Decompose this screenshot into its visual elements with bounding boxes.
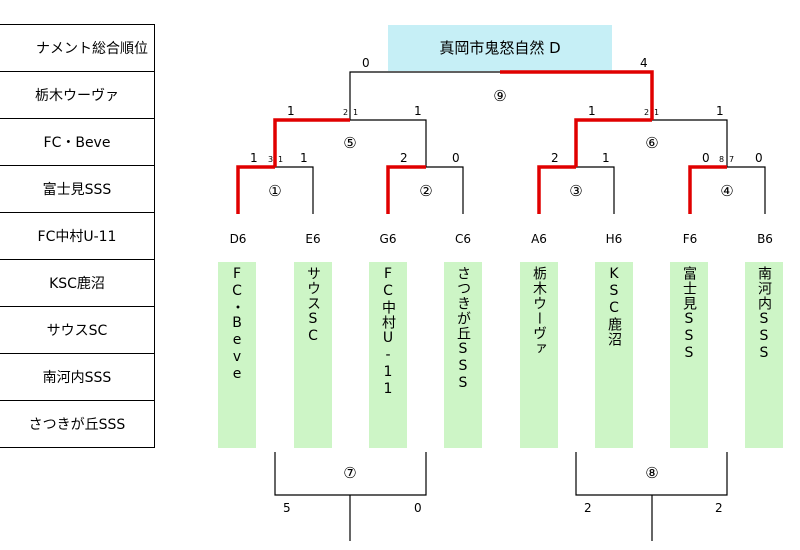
pk-m6-right: 1 <box>654 108 659 117</box>
standings-rank-6: サウスSC <box>0 306 155 354</box>
score-m6-left: 1 <box>588 104 596 118</box>
winner-path-m1 <box>236 165 275 214</box>
team-name-c6: さつきが丘SSS <box>455 266 471 392</box>
standings-rank-3: 富士見SSS <box>0 165 155 213</box>
winner-path-m4 <box>688 165 727 214</box>
seed-label-g6: G6 <box>380 232 397 246</box>
team-box-e6: サウスSC <box>294 262 332 448</box>
winner-path-m6 <box>574 118 652 167</box>
winner-path-m9 <box>500 70 654 120</box>
standings-header: ナメント総合順位 <box>0 24 155 72</box>
seed-label-d6: D6 <box>230 232 247 246</box>
pk-m4-left: 8 <box>719 155 724 164</box>
score-m4-right: 0 <box>755 151 763 165</box>
score-m3-left: 2 <box>551 151 559 165</box>
pk-m5-right: 1 <box>353 108 358 117</box>
pk-m6-left: 2 <box>644 108 649 117</box>
team-box-f6: 富士見SSS <box>670 262 708 448</box>
winner-path-m3 <box>537 165 576 214</box>
score-m2-right: 0 <box>452 151 460 165</box>
team-name-f6: 富士見SSS <box>681 266 697 362</box>
score-m6-right: 1 <box>716 104 724 118</box>
seed-label-h6: H6 <box>606 232 623 246</box>
score-m7-right: 0 <box>414 501 422 515</box>
team-box-a6: 栃木ウーヴァ <box>520 262 558 448</box>
champion-box: 真岡市鬼怒自然 D <box>388 25 612 71</box>
standings-rank-4: FC中村U-11 <box>0 212 155 260</box>
standings-rank-5: KSC鹿沼 <box>0 259 155 307</box>
team-name-h6: KSC鹿沼 <box>606 266 622 347</box>
score-m5-right: 1 <box>414 104 422 118</box>
team-name-g6: FC中村U-11 <box>380 266 396 398</box>
score-m7-left: 5 <box>283 501 291 515</box>
match-label-m5: ⑤ <box>343 134 356 152</box>
score-m8-left: 2 <box>584 501 592 515</box>
score-m8-right: 2 <box>715 501 723 515</box>
pk-m1-right: 1 <box>278 155 283 164</box>
match-label-m3: ③ <box>569 182 582 200</box>
standings-rank-2: FC・Beve <box>0 118 155 166</box>
team-box-b6: 南河内SSS <box>745 262 783 448</box>
match-label-m9: ⑨ <box>493 87 506 105</box>
score-m1-right: 1 <box>300 151 308 165</box>
team-name-d6: FC・Beve <box>229 266 245 383</box>
winner-path-lines <box>236 70 727 214</box>
match-label-m4: ④ <box>720 182 733 200</box>
seed-label-c6: C6 <box>455 232 471 246</box>
match-label-m8: ⑧ <box>645 464 658 482</box>
score-m3-right: 1 <box>602 151 610 165</box>
standings-rank-7: 南河内SSS <box>0 353 155 401</box>
team-name-e6: サウスSC <box>305 266 321 345</box>
pk-m4-right: 7 <box>729 155 734 164</box>
winner-path-m5 <box>273 118 350 167</box>
score-m9-left: 0 <box>362 56 370 70</box>
standings-table: ナメント総合順位 栃木ウーヴァ FC・Beve 富士見SSS FC中村U-11 … <box>0 24 155 448</box>
score-m2-left: 2 <box>400 151 408 165</box>
score-m4-left: 0 <box>702 151 710 165</box>
seed-label-a6: A6 <box>531 232 547 246</box>
seed-label-b6: B6 <box>757 232 773 246</box>
match-label-m2: ② <box>419 182 432 200</box>
pk-m5-left: 2 <box>343 108 348 117</box>
team-box-c6: さつきが丘SSS <box>444 262 482 448</box>
team-box-d6: FC・Beve <box>218 262 256 448</box>
standings-rank-8: さつきが丘SSS <box>0 400 155 448</box>
match-label-m7: ⑦ <box>343 464 356 482</box>
pk-m1-left: 3 <box>268 155 273 164</box>
score-m1-left: 1 <box>250 151 258 165</box>
team-name-a6: 栃木ウーヴァ <box>531 266 547 356</box>
team-box-h6: KSC鹿沼 <box>595 262 633 448</box>
match-label-m6: ⑥ <box>645 134 658 152</box>
team-name-b6: 南河内SSS <box>756 266 772 362</box>
standings-rank-1: 栃木ウーヴァ <box>0 71 155 119</box>
team-box-g6: FC中村U-11 <box>369 262 407 448</box>
match-label-m1: ① <box>268 182 281 200</box>
score-m5-left: 1 <box>287 104 295 118</box>
score-m9-right: 4 <box>640 56 648 70</box>
winner-path-m2 <box>386 165 426 214</box>
seed-label-f6: F6 <box>683 232 698 246</box>
seed-label-e6: E6 <box>305 232 320 246</box>
bracket-lines <box>237 71 766 541</box>
